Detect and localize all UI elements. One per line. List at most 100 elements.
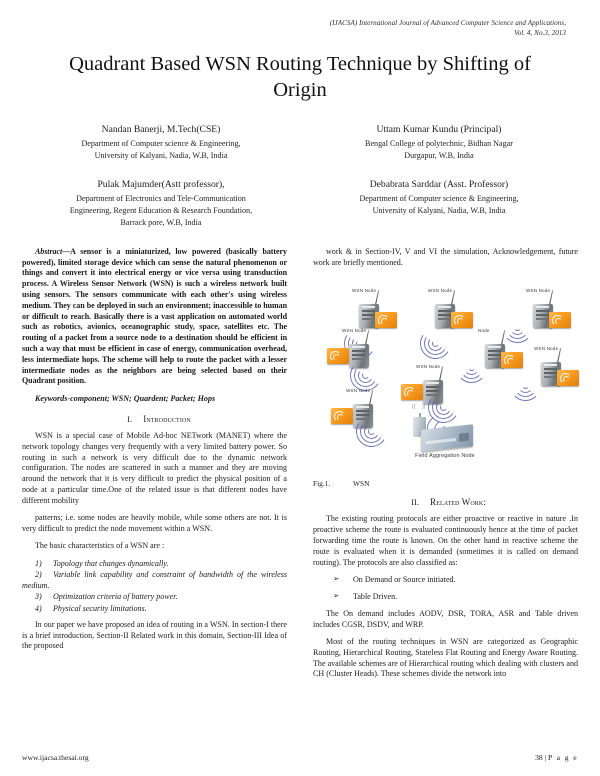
arrow-bullet-icon: ➢ — [333, 574, 340, 584]
wsn-node-icon: WSN Node — [525, 288, 577, 337]
journal-website: www.ijacsa.thesai.org — [22, 753, 89, 762]
author-row-1: Nandan Banerji, M.Tech(CSE) Department o… — [22, 123, 578, 162]
list-item: 3) Optimization criteria of battery power… — [22, 592, 287, 603]
abstract-paragraph: Abstract—A sensor is a miniaturized, low… — [22, 247, 287, 387]
section-name: Introduction — [143, 414, 191, 425]
author-affiliation-line: Bengal College of polytechnic, Bidhan Na… — [365, 139, 513, 149]
paragraph: work & in Section-IV, V and VI the simul… — [313, 246, 578, 267]
sensor-device-icon — [541, 362, 561, 387]
wsn-node-label: WSN Node — [428, 288, 453, 294]
left-column: Abstract—A sensor is a miniaturized, low… — [22, 247, 300, 687]
list-item-label: Variable link capability and constraint … — [22, 570, 287, 591]
wifi-swirl-icon — [334, 410, 345, 422]
list-item: ➢ Table Driven. — [313, 591, 578, 603]
right-column: work & in Section-IV, V and VI the simul… — [300, 246, 579, 687]
sensor-card-icon — [557, 370, 579, 387]
page-word: P a g e — [548, 753, 578, 762]
wsn-node-label: WSN Node — [416, 364, 441, 370]
characteristics-list: 1)Topology that changes dynamically. 2)V… — [22, 559, 287, 615]
figure-number: Fig.1. — [313, 479, 331, 489]
author-affiliation-line: Durgapur, W.B, India — [404, 151, 474, 161]
protocol-class-list: ➢ On Demand or Source initiated. ➢ Table D… — [313, 574, 578, 603]
wsn-node-label: WSN Node — [342, 328, 367, 334]
wsn-node-label: WSN Node — [534, 346, 559, 352]
list-marker: 1) — [35, 558, 42, 568]
abstract-dash: — — [62, 246, 71, 256]
keywords: Keywords-component; WSN; Quardent; Packe… — [35, 394, 216, 404]
page-title: Quadrant Based WSN Routing Technique by … — [69, 53, 531, 101]
node-label: Node — [478, 328, 490, 334]
author-affiliation-line: Department of Electronics and Tele-Commu… — [76, 194, 246, 204]
sensor-card-icon — [401, 384, 423, 401]
wifi-swirl-icon — [404, 386, 415, 398]
running-head-line-1: (IJACSA) International Journal of Advanc… — [329, 19, 566, 27]
list-marker: 2) — [35, 570, 42, 580]
section-name: Related Work: — [430, 497, 486, 508]
running-head-line-2: Vol. 4, No.3, 2013 — [514, 29, 566, 38]
wsn-node-icon: WSN Node — [427, 288, 479, 337]
sensor-card-icon — [501, 352, 523, 369]
author-block-2: Uttam Kumar Kundu (Principal) Bengal Col… — [300, 123, 578, 162]
paragraph: In our paper we have proposed an idea of… — [22, 619, 287, 651]
author-name: Uttam Kumar Kundu (Principal) — [376, 123, 502, 135]
author-name: Nandan Banerji, M.Tech(CSE) — [101, 123, 221, 135]
sensor-device-icon — [435, 304, 455, 329]
author-affiliation-line: Engineering, Regent Education & Research… — [69, 206, 253, 216]
wsn-node-icon: WSN Node — [351, 288, 403, 337]
sensor-device-icon — [533, 304, 553, 329]
paragraph: The basic characteristics of a WSN are : — [35, 541, 165, 551]
section-heading-related-work: II. Related Work: — [313, 497, 578, 507]
wifi-swirl-icon — [454, 314, 465, 326]
paragraph: Most of the routing techniques in WSN ar… — [313, 636, 578, 679]
radio-waves-icon — [501, 311, 535, 344]
abstract-body: A sensor is a miniaturized, low powered … — [22, 246, 287, 386]
radio-waves-icon — [353, 413, 390, 451]
sensor-device-icon — [485, 344, 505, 369]
list-marker: 4) — [35, 603, 42, 613]
sensor-device-icon — [353, 404, 373, 429]
sensor-device-icon — [359, 304, 379, 329]
sensor-card-icon — [549, 312, 571, 329]
list-marker: 3) — [35, 592, 42, 602]
paragraph: The existing routing protocols are eithe… — [313, 514, 578, 567]
body-columns: Abstract—A sensor is a miniaturized, low… — [22, 246, 579, 687]
paragraph: The On demand includes AODV, DSR, TORA, … — [313, 608, 578, 629]
paragraph: WSN is a special case of Mobile Ad-hoc N… — [22, 431, 287, 505]
list-item: 2)Variable link capability and constrain… — [22, 570, 287, 592]
list-item-label: Physical security limitations. — [53, 603, 147, 613]
abstract-label: Abstract — [35, 246, 63, 256]
arrow-bullet-icon: ➢ — [333, 591, 340, 601]
author-block-3: Pulak Majumder(Astt professor), Departme… — [22, 178, 300, 229]
field-aggregation-node-label: Field Aggregation Node — [415, 453, 475, 460]
wsn-node-icon: WSN Node — [327, 328, 393, 377]
list-item-label: Optimization criteria of battery power. — [53, 592, 178, 602]
field-aggregation-node-icon: Field Aggregation Node — [399, 404, 491, 467]
page-separator: | — [544, 753, 547, 762]
figure-caption: Fig.1.WSN — [313, 479, 369, 488]
radio-waves-icon — [509, 369, 543, 402]
section-number: I. — [127, 415, 133, 425]
author-affiliation-line: University of Kalyani, Nadia, W.B, India — [372, 206, 506, 216]
wifi-swirl-icon — [560, 372, 571, 384]
list-item-label: Table Driven. — [353, 591, 398, 601]
sensor-card-icon — [451, 312, 473, 329]
radio-waves-icon — [455, 351, 489, 384]
radio-waves-icon — [347, 357, 384, 395]
running-head: (IJACSA) International Journal of Advanc… — [22, 18, 578, 38]
sensor-device-icon — [349, 344, 369, 369]
author-name: Debabrata Sarddar (Asst. Professor) — [369, 178, 509, 190]
wsn-node-icon: Node — [477, 328, 529, 377]
list-item-label: On Demand or Source initiated. — [353, 574, 456, 584]
page-number: 38 — [535, 753, 543, 762]
wifi-swirl-icon — [504, 354, 515, 366]
author-name: Pulak Majumder(Astt professor), — [97, 178, 225, 190]
author-block-4: Debabrata Sarddar (Asst. Professor) Depa… — [300, 178, 578, 229]
wifi-swirl-icon — [378, 314, 389, 326]
author-block-1: Nandan Banerji, M.Tech(CSE) Department o… — [22, 123, 300, 162]
list-item: 4) Physical security limitations. — [22, 604, 287, 615]
author-affiliation-line: Barrack pore, W.B, India — [120, 217, 202, 227]
sensor-card-icon — [331, 408, 353, 425]
list-item: 1)Topology that changes dynamically. — [22, 559, 287, 570]
section-number: II. — [411, 498, 420, 508]
wsn-node-icon: WSN Node — [401, 364, 467, 413]
